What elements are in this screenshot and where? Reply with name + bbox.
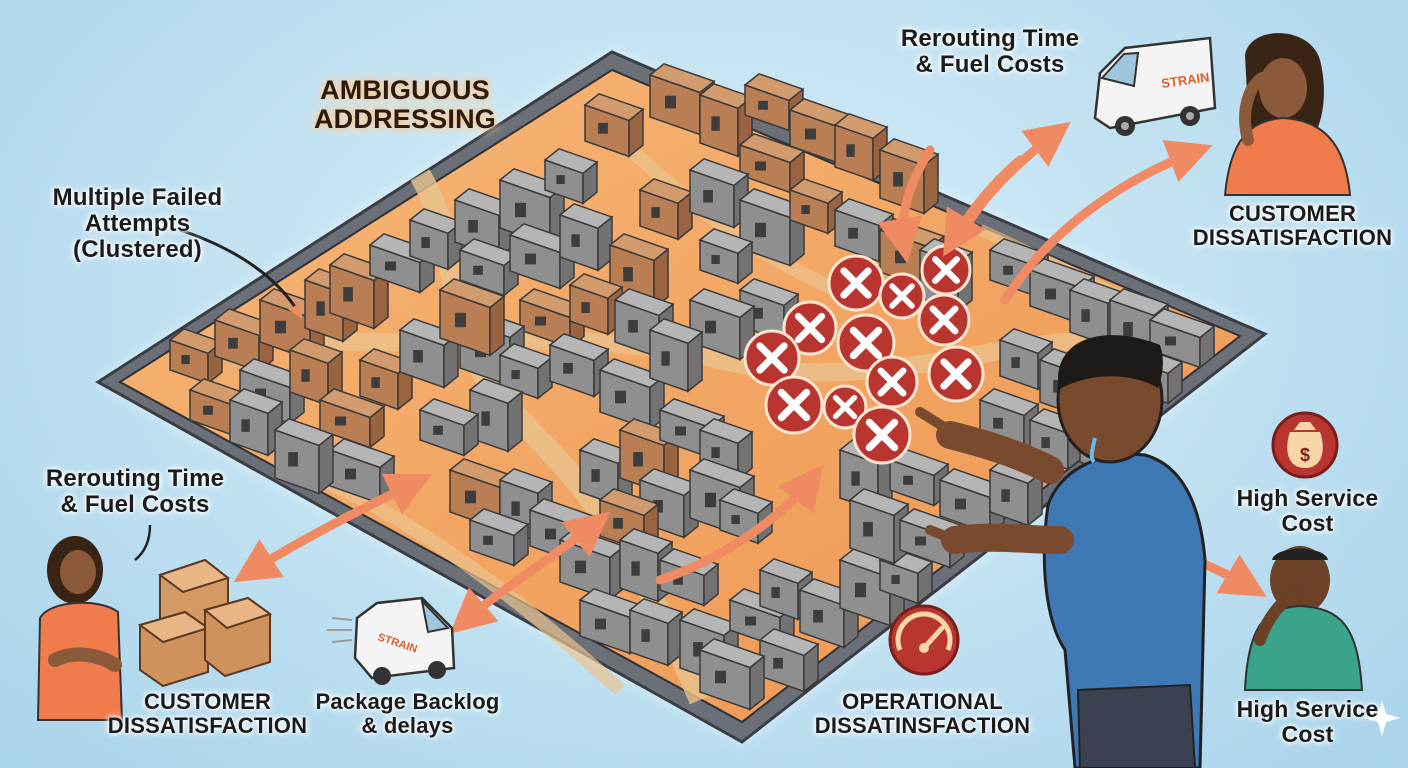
failed-attempt-x-icon (764, 375, 824, 435)
building (228, 387, 284, 457)
failed-attempt-x-icon (782, 300, 838, 356)
building (548, 332, 610, 398)
building (438, 277, 506, 358)
building (738, 132, 806, 195)
building (648, 317, 704, 393)
failed-attempt-x-icon (743, 329, 801, 387)
building (518, 287, 586, 350)
failed-attempt-x-icon (836, 313, 896, 373)
building (358, 347, 414, 411)
building (583, 92, 645, 158)
building (608, 232, 670, 310)
customer-person-left (36, 536, 124, 721)
failed-attempt-x-icon (878, 272, 926, 320)
building (543, 147, 599, 205)
building (698, 82, 754, 158)
van-brand: STRAIN (1160, 69, 1210, 91)
delivery-van-icon: STRAIN (1093, 36, 1217, 136)
package-boxes-icon (137, 558, 273, 688)
flow-arrows (233, 121, 1267, 634)
building (408, 207, 464, 271)
building (568, 272, 624, 336)
failed-attempt-x-icon (822, 384, 868, 430)
package-backlog-label: Package Backlog& delays (315, 689, 500, 738)
failed-attempt-x-icon (865, 355, 919, 409)
building (698, 227, 754, 285)
failed-attempt-x-icon (920, 244, 972, 296)
stressed-person-bottom-right (1243, 546, 1364, 691)
failed-attempt-x-icon (827, 254, 885, 312)
delivery-worker-pointing (915, 335, 1207, 768)
building (558, 202, 614, 272)
customer-person-right (1223, 33, 1352, 196)
rerouting-left-label: Rerouting Time& Fuel Costs (45, 465, 225, 518)
building (468, 377, 524, 453)
failed-attempt-x-icon (852, 405, 912, 465)
svg-text:$: $ (1300, 445, 1310, 465)
pointer-arrow-failed (179, 228, 303, 319)
delivery-van-icon: STRAIN (327, 596, 456, 685)
building (613, 287, 675, 359)
failed-attempt-x-icon (927, 345, 985, 403)
building (638, 177, 694, 241)
failed-attempt-x-icon (917, 293, 971, 347)
building (1148, 307, 1216, 370)
building (848, 487, 910, 565)
speedometer-icon (888, 604, 960, 676)
money-bag-icon: $ (1271, 411, 1339, 479)
building (628, 597, 684, 667)
building (833, 112, 889, 182)
rerouting-top-label: Rerouting Time& Fuel Costs (900, 25, 1080, 78)
building (418, 397, 480, 457)
pointer-arrow-reroute (134, 524, 152, 561)
sparkle-icon (1364, 700, 1400, 736)
building (318, 387, 386, 450)
building (758, 627, 820, 693)
building (698, 637, 766, 712)
